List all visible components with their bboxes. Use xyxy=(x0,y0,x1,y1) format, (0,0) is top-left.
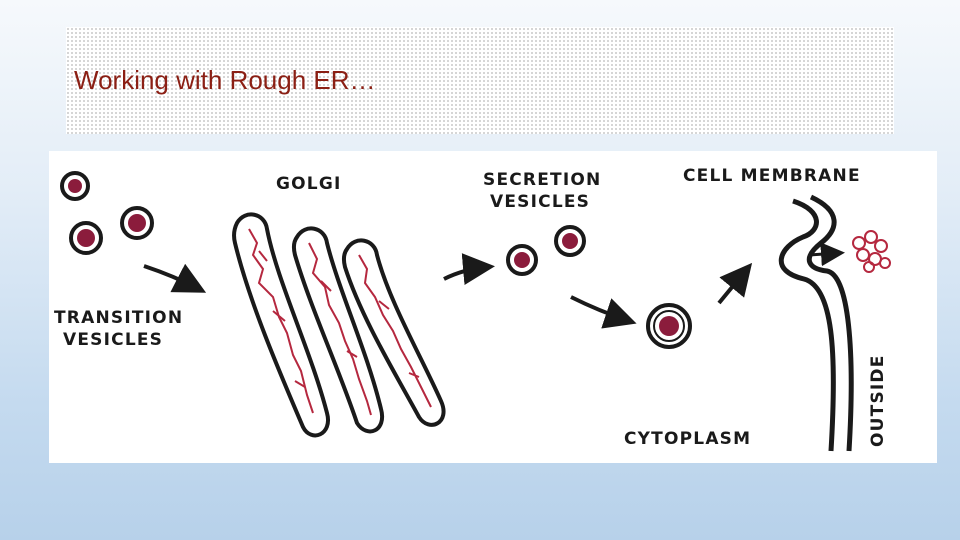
arrow-secretion-out xyxy=(808,242,845,267)
title-box: Working with Rough ER… xyxy=(66,27,894,134)
mature-secretory-vesicle xyxy=(646,303,692,349)
transition-vesicles-label-line1: TRANSITION xyxy=(54,308,183,328)
cytoplasm-label: CYTOPLASM xyxy=(624,429,751,449)
transition-vesicle-2 xyxy=(120,206,154,240)
cell-membrane-label: CELL MEMBRANE xyxy=(683,166,861,186)
transition-vesicle-3 xyxy=(69,221,103,255)
secretion-vesicles-label-line2: VESICLES xyxy=(490,192,590,212)
slide-title: Working with Rough ER… xyxy=(74,65,376,95)
arrow-to-golgi xyxy=(143,263,207,293)
secretion-vesicle-2 xyxy=(554,225,586,257)
golgi-label: GOLGI xyxy=(276,174,342,194)
transition-vesicle-1 xyxy=(60,171,90,201)
secretion-vesicles-label-line1: SECRETION xyxy=(483,170,601,190)
protein-secretion-diagram: GOLGI SECRETION VESICLES CELL MEMBRANE T… xyxy=(49,151,937,463)
secretion-vesicle-1 xyxy=(506,244,538,276)
cell-membrane xyxy=(778,194,854,452)
arrow-to-membrane xyxy=(717,262,753,305)
golgi-cisterna-1 xyxy=(231,212,331,438)
golgi-cisterna-2 xyxy=(291,226,385,434)
arrow-to-mature-vesicle xyxy=(570,295,637,329)
secreted-proteins xyxy=(852,230,891,273)
outside-label: OUTSIDE xyxy=(868,354,888,447)
transition-vesicles-label-line2: VESICLES xyxy=(63,330,163,350)
arrow-to-secretion-vesicles xyxy=(443,253,495,286)
golgi-cisterna-3 xyxy=(341,238,446,427)
